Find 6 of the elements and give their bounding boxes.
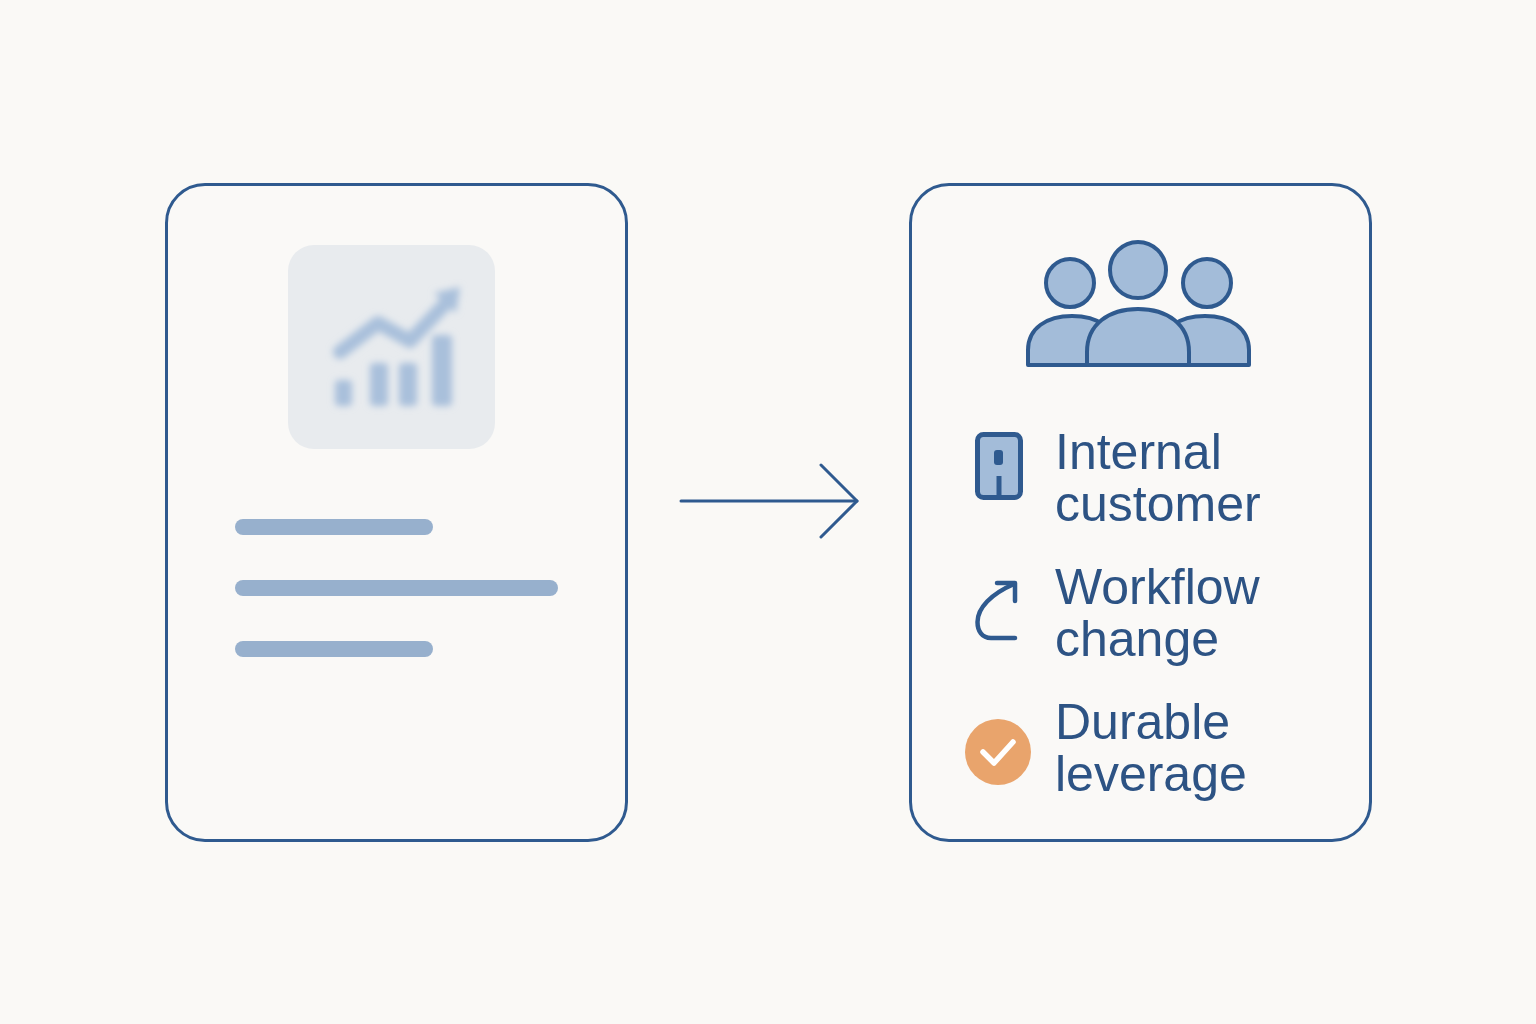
item-text: Internal customer — [1055, 426, 1262, 530]
arrow — [679, 463, 859, 539]
card — [165, 183, 628, 842]
item-text: Workflow change — [1055, 561, 1261, 665]
card — [909, 183, 1372, 842]
item-text: Durable leverage — [1055, 696, 1248, 800]
